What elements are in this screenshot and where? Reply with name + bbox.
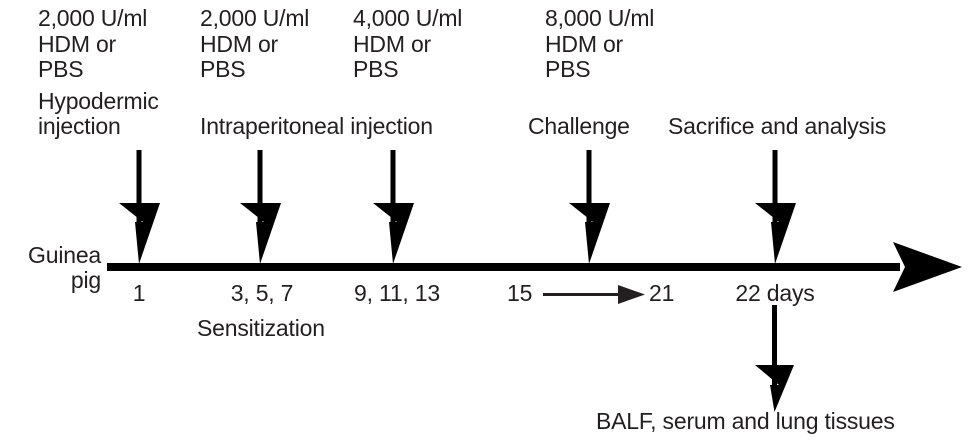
dose-block-1: 2,000 U/ml HDM or PBS xyxy=(38,5,148,83)
dose-block-3: 4,000 U/ml HDM or PBS xyxy=(353,5,463,83)
phase-label-sensitization: Sensitization xyxy=(197,315,325,341)
dose-block-2: 2,000 U/ml HDM or PBS xyxy=(200,5,310,83)
subject-label-line2: pig xyxy=(70,267,101,293)
event-arrow-challenge xyxy=(569,150,610,264)
day-label-22-days: 22 days xyxy=(735,280,815,306)
route-hypodermic-line1: Hypodermic xyxy=(38,88,159,114)
dose-agent-line2: PBS xyxy=(545,56,591,82)
outcome-samples-label: BALF, serum and lung tissues xyxy=(596,408,895,434)
dose-concentration: 8,000 U/ml xyxy=(545,5,655,31)
dose-agent-line2: PBS xyxy=(38,56,84,82)
event-arrow-sacrifice xyxy=(755,150,796,264)
dose-concentration: 2,000 U/ml xyxy=(38,5,148,31)
timeline-axis xyxy=(107,242,962,292)
event-arrow-day-1 xyxy=(119,150,160,264)
dose-block-4: 8,000 U/ml HDM or PBS xyxy=(545,5,655,83)
route-label-intraperitoneal: Intraperitoneal injection xyxy=(200,113,433,139)
subject-label-line1: Guinea xyxy=(28,242,101,268)
route-label-hypodermic: Hypodermic injection xyxy=(38,89,159,139)
event-arrow-day-3-5-7 xyxy=(240,150,281,264)
dose-agent-line1: HDM or xyxy=(38,30,117,57)
day-label-3-5-7: 3, 5, 7 xyxy=(230,280,294,306)
challenge-span-arrow xyxy=(543,285,645,304)
day-label-21: 21 xyxy=(649,280,675,306)
dose-concentration: 2,000 U/ml xyxy=(200,5,310,31)
subject-label: Guinea pig xyxy=(0,243,101,293)
dose-concentration: 4,000 U/ml xyxy=(353,5,463,31)
route-label-challenge: Challenge xyxy=(528,113,630,139)
dose-agent-line2: PBS xyxy=(200,56,246,82)
day-label-1: 1 xyxy=(132,280,146,306)
dose-agent-line1: HDM or xyxy=(200,30,279,57)
day-label-15: 15 xyxy=(507,280,533,306)
dose-agent-line1: HDM or xyxy=(545,30,624,57)
event-arrow-day-9-11-13 xyxy=(373,150,414,264)
route-label-sacrifice: Sacrifice and analysis xyxy=(668,113,887,139)
route-hypodermic-line2: injection xyxy=(38,113,121,139)
outcome-arrow xyxy=(755,305,794,412)
dose-agent-line2: PBS xyxy=(353,56,399,82)
day-label-9-11-13: 9, 11, 13 xyxy=(353,280,440,306)
dose-agent-line1: HDM or xyxy=(353,30,432,57)
